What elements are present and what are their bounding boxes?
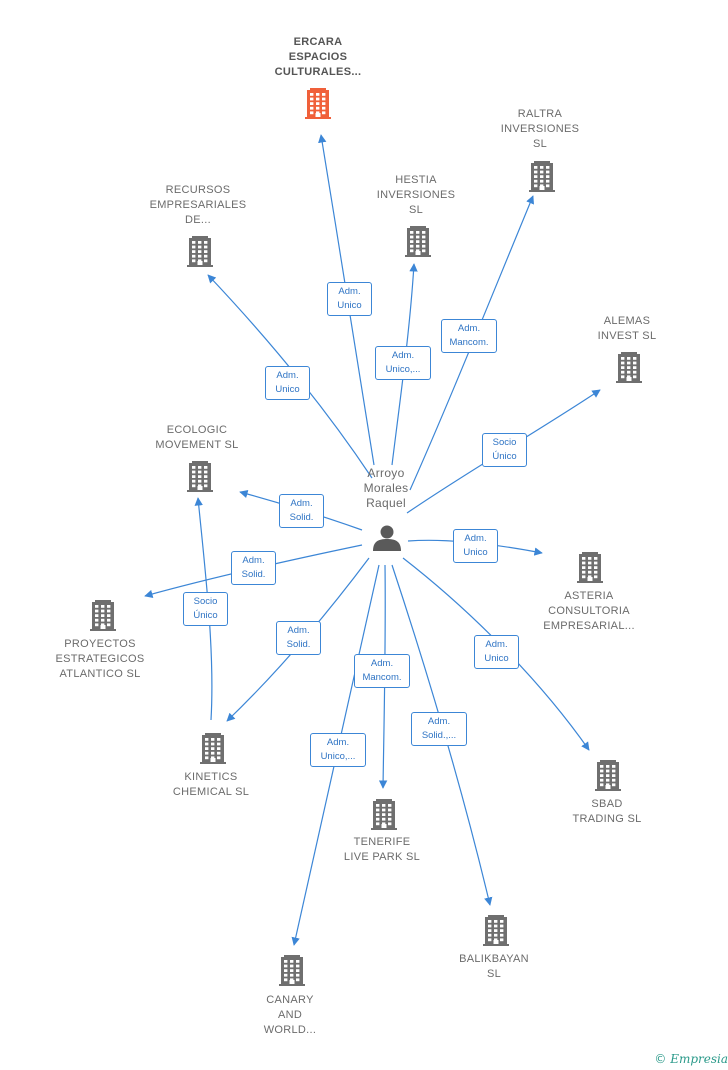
- node-label-sbad[interactable]: SBAD TRADING SL: [572, 798, 642, 825]
- center-person-label[interactable]: Arroyo Morales Raquel: [363, 466, 409, 510]
- edge-label-hestia[interactable]: Adm. Unico,...: [375, 346, 431, 380]
- node-label-asteria[interactable]: ASTERIA CONSULTORIA EMPRESARIAL...: [543, 590, 635, 632]
- edge-label-ercara[interactable]: Adm. Unico: [327, 282, 372, 316]
- edge-label-alemas[interactable]: Socio Único: [482, 433, 527, 467]
- building-icon-ercara[interactable]: [305, 88, 331, 119]
- edge-label-asteria[interactable]: Adm. Unico: [453, 529, 498, 563]
- node-label-tenerife[interactable]: TENERIFE LIVE PARK SL: [343, 836, 421, 863]
- building-icon-canary[interactable]: [279, 955, 305, 986]
- building-icon-ecologic[interactable]: [187, 461, 213, 492]
- node-label-raltra[interactable]: RALTRA INVERSIONES SL: [500, 108, 580, 150]
- building-icon-kinetics[interactable]: [200, 733, 226, 764]
- building-icon-asteria[interactable]: [577, 552, 603, 583]
- edge-label-ecologic[interactable]: Adm. Solid.: [279, 494, 324, 528]
- node-label-recursos[interactable]: RECURSOS EMPRESARIALES DE...: [149, 184, 247, 226]
- brand-name: Empresia: [670, 1052, 728, 1066]
- building-icon-balikbayan[interactable]: [483, 915, 509, 946]
- edge-label-raltra[interactable]: Adm. Mancom.: [441, 319, 497, 353]
- edge-label-kinetics[interactable]: Adm. Solid.: [276, 621, 321, 655]
- edge-label-kin-eco[interactable]: Socio Único: [183, 592, 228, 626]
- edge-label-sbad[interactable]: Adm. Unico: [474, 635, 519, 669]
- edge-label-proyectos[interactable]: Adm. Solid.: [231, 551, 276, 585]
- building-icon-alemas[interactable]: [616, 352, 642, 383]
- building-icon-hestia[interactable]: [405, 226, 431, 257]
- building-icon-proyectos[interactable]: [90, 600, 116, 631]
- empresia-watermark: © Empresia: [654, 1052, 728, 1066]
- edge-label-tenerife[interactable]: Adm. Mancom.: [354, 654, 410, 688]
- building-icon-sbad[interactable]: [595, 760, 621, 791]
- building-icon-raltra[interactable]: [529, 161, 555, 192]
- person-icon[interactable]: [373, 525, 401, 552]
- node-label-ecologic[interactable]: ECOLOGIC MOVEMENT SL: [155, 424, 239, 451]
- edge-label-canary[interactable]: Adm. Unico,...: [310, 733, 366, 767]
- node-label-hestia[interactable]: HESTIA INVERSIONES SL: [376, 174, 456, 216]
- node-label-ercara[interactable]: ERCARA ESPACIOS CULTURALES...: [274, 36, 362, 78]
- node-label-alemas[interactable]: ALEMAS INVEST SL: [597, 315, 657, 342]
- node-label-proyectos[interactable]: PROYECTOS ESTRATEGICOS ATLANTICO SL: [55, 638, 145, 680]
- node-label-kinetics[interactable]: KINETICS CHEMICAL SL: [172, 771, 250, 798]
- edge-label-recursos[interactable]: Adm. Unico: [265, 366, 310, 400]
- copyright-icon: ©: [654, 1052, 667, 1066]
- edge-label-balikbayan[interactable]: Adm. Solid.,...: [411, 712, 467, 746]
- building-icon-recursos[interactable]: [187, 236, 213, 267]
- node-label-canary[interactable]: CANARY AND WORLD...: [263, 994, 317, 1036]
- building-icon-tenerife[interactable]: [371, 799, 397, 830]
- node-label-balikbayan[interactable]: BALIKBAYAN SL: [459, 953, 529, 980]
